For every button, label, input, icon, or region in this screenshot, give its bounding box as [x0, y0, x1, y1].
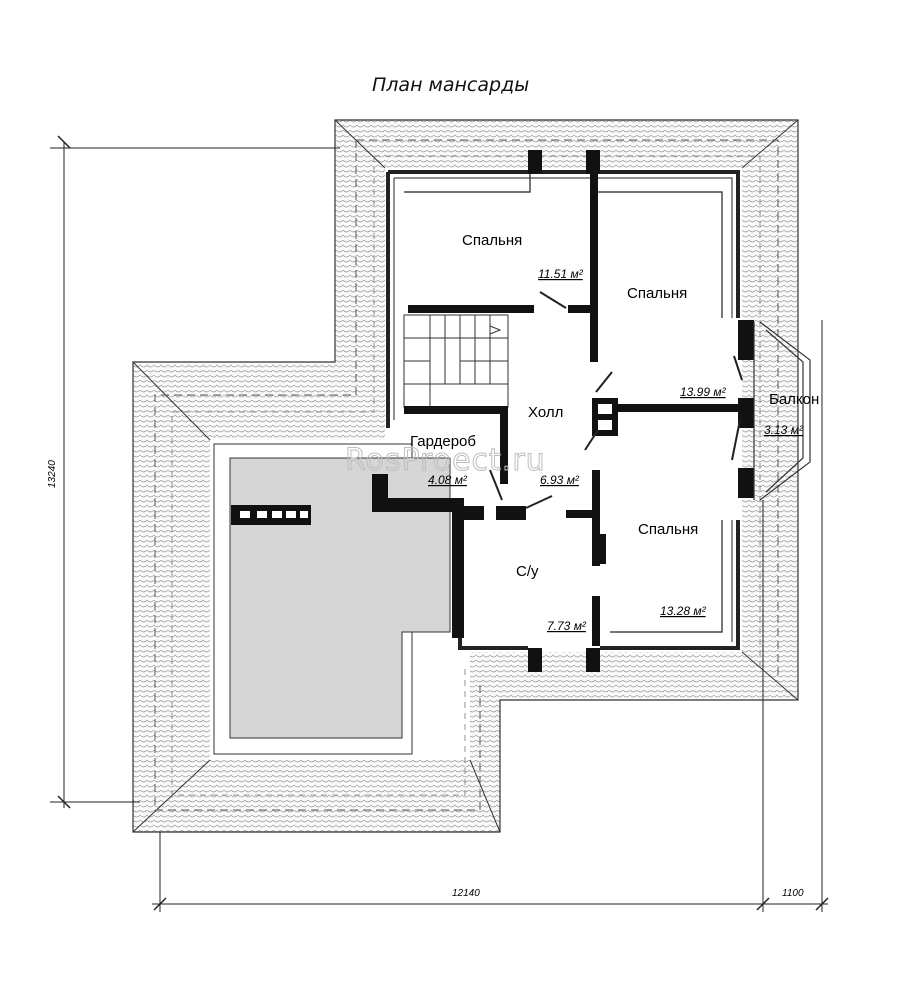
interior-walls	[372, 150, 754, 672]
room-area: 13.28 м²	[660, 604, 707, 618]
room-name: С/у	[516, 563, 539, 580]
room-name: Гардероб	[410, 433, 476, 450]
room-area: 7.73 м²	[547, 619, 587, 633]
room-area: 11.51 м²	[538, 267, 584, 281]
dimension-lines	[50, 135, 829, 912]
void-area	[213, 443, 451, 755]
room-name: Спальня	[627, 285, 687, 302]
room-area: 13.99 м²	[680, 385, 727, 399]
balcony	[753, 321, 811, 501]
room-name: Холл	[528, 404, 563, 421]
room-name: Спальня	[638, 521, 698, 538]
room-area: 3.13 м²	[764, 423, 804, 437]
dimension-balcony: 1100	[782, 888, 804, 899]
room-name: Балкон	[769, 391, 819, 408]
room-area: 4.08 м²	[428, 473, 468, 487]
room-labels: Спальня 11.51 м² Спальня 13.99 м² Холл 6…	[410, 232, 819, 633]
room-area: 6.93 м²	[540, 473, 580, 487]
room-name: Спальня	[462, 232, 522, 249]
doors	[489, 291, 743, 509]
dimension-width: 12140	[452, 888, 480, 899]
dimension-height: 13240	[47, 460, 58, 488]
plan-title: План мансарды	[372, 74, 529, 96]
watermark: RosProect.ru	[345, 443, 546, 478]
